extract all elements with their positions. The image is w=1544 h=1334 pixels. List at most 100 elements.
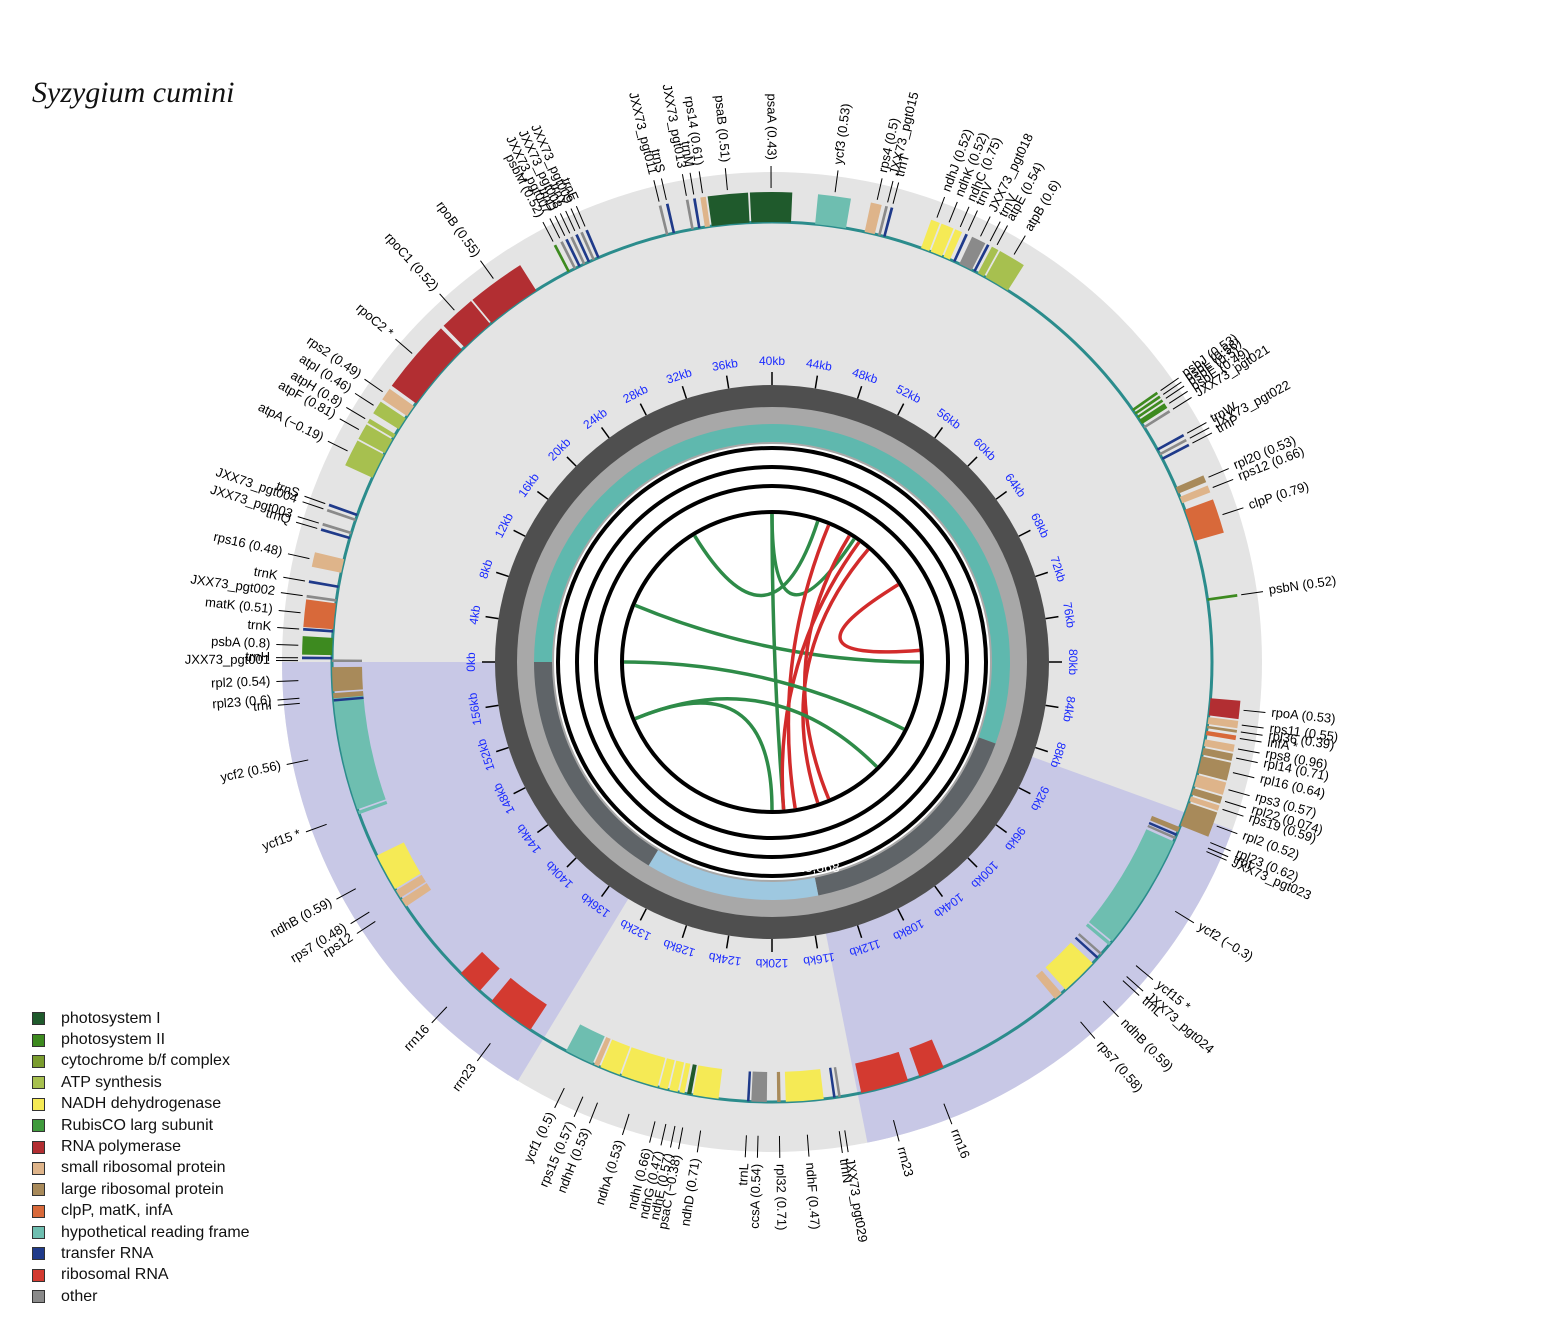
gene-trnK2 bbox=[308, 580, 339, 589]
gene-psaB bbox=[707, 192, 750, 227]
gene-trnK bbox=[303, 627, 334, 633]
gene-JXX73_pgt023 bbox=[1147, 824, 1176, 840]
gene-tick bbox=[1135, 965, 1154, 981]
legend-swatch bbox=[32, 1268, 45, 1282]
gene-tick bbox=[276, 643, 299, 646]
legend-swatch bbox=[32, 1226, 45, 1240]
gene-psaC bbox=[687, 1064, 697, 1095]
gene-label: ycf2 (−0.3) bbox=[1196, 919, 1256, 964]
repeat-link bbox=[634, 701, 774, 811]
gene-label: rrn16 bbox=[401, 1021, 433, 1053]
gene-tick bbox=[1122, 980, 1140, 996]
gene-tick bbox=[678, 1127, 684, 1150]
legend-label: photosystem I bbox=[61, 1009, 161, 1027]
gene-ycf15b bbox=[1085, 923, 1112, 946]
kb-tick bbox=[934, 426, 944, 439]
gene-atpE bbox=[977, 246, 999, 277]
gene-tick bbox=[1168, 390, 1188, 404]
gene-rps16 bbox=[311, 552, 345, 573]
legend-item: photosystem II bbox=[32, 1029, 250, 1050]
legend-swatch bbox=[32, 1247, 45, 1261]
gene-rpl32 bbox=[776, 1071, 781, 1102]
gene-label: trnK bbox=[253, 564, 279, 583]
kb-tick bbox=[513, 787, 526, 795]
legend-label: NADH dehydrogenase bbox=[61, 1095, 222, 1113]
gene-tick bbox=[395, 338, 413, 354]
kb-tick bbox=[1018, 787, 1031, 795]
legend-item: RNA polymerase bbox=[32, 1136, 250, 1157]
gene-tick bbox=[575, 206, 586, 227]
kb-tick-label: 40kb bbox=[759, 354, 785, 368]
gene-tick bbox=[1239, 737, 1262, 743]
repeat-link bbox=[780, 541, 861, 810]
gene-tick bbox=[1172, 397, 1192, 410]
repeat-link bbox=[801, 548, 870, 804]
gene-tick bbox=[554, 215, 566, 236]
gene-ndhF bbox=[784, 1069, 824, 1102]
gene-label: trnI bbox=[252, 697, 272, 714]
gene-tick bbox=[287, 553, 310, 560]
repeat-links: SSC: 18,868 bbox=[623, 513, 921, 875]
gene-tick bbox=[439, 293, 455, 311]
gene-tick bbox=[1243, 709, 1266, 714]
gene-tick bbox=[724, 168, 728, 191]
gene-atpH bbox=[367, 418, 396, 439]
gene-rps15 bbox=[594, 1036, 611, 1067]
gene-trnM bbox=[693, 198, 701, 229]
gene-tick bbox=[559, 213, 571, 234]
legend-swatch bbox=[32, 1076, 45, 1090]
gene-JXX73_pgt015 bbox=[878, 205, 888, 236]
gene-JXX73_pgt022 bbox=[1159, 438, 1187, 456]
gene-tick bbox=[327, 440, 348, 452]
gene-trnS2 bbox=[665, 203, 676, 234]
gene-label: ccsA (0.54) bbox=[747, 1164, 764, 1229]
legend-swatch bbox=[32, 1290, 45, 1304]
kb-tick bbox=[639, 908, 647, 921]
kb-tick bbox=[995, 490, 1008, 500]
gene-JXX73_pgt009 bbox=[580, 231, 595, 261]
gene-label: rps16 (0.48) bbox=[212, 529, 284, 559]
gene-tick bbox=[1222, 808, 1244, 817]
legend-swatch bbox=[32, 1097, 45, 1111]
inner-white bbox=[554, 444, 990, 880]
gene-tick bbox=[1162, 381, 1182, 395]
gene-psbL bbox=[1134, 395, 1161, 415]
gene-matK bbox=[303, 599, 336, 630]
gene-tick bbox=[364, 378, 383, 393]
kb-tick bbox=[485, 615, 499, 620]
legend-swatch bbox=[32, 1054, 45, 1068]
gene-tick bbox=[669, 1125, 676, 1148]
kb-tick bbox=[1035, 571, 1049, 578]
gene-tick bbox=[948, 201, 958, 223]
kb-tick bbox=[600, 426, 610, 439]
legend-swatch bbox=[32, 1012, 45, 1026]
gene-psbF bbox=[1136, 399, 1164, 419]
gene-JXX73_pgt007 bbox=[560, 241, 577, 270]
gene-label: rrn16 bbox=[948, 1127, 973, 1161]
gene-tick bbox=[696, 1130, 702, 1153]
gene-tick bbox=[304, 495, 326, 505]
gene-label: rpoC1 (0.52) bbox=[382, 229, 442, 293]
kb-tick bbox=[513, 529, 526, 537]
gene-psbM bbox=[553, 244, 570, 273]
gene-atpA bbox=[345, 440, 384, 478]
gene-ndhBa bbox=[376, 842, 421, 889]
legend-label: large ribosomal protein bbox=[61, 1180, 224, 1198]
gene-rpl20 bbox=[1175, 475, 1207, 494]
gene-ndhC bbox=[943, 229, 963, 260]
legend-item: cytochrome b/f complex bbox=[32, 1051, 250, 1072]
kb-tick bbox=[995, 824, 1008, 834]
gene-psbA bbox=[302, 636, 333, 656]
gene-tick bbox=[277, 702, 300, 706]
gene-trnP bbox=[1161, 443, 1190, 460]
gene-tick bbox=[1206, 851, 1227, 861]
gene-atpI bbox=[373, 401, 406, 430]
gene-tick bbox=[1216, 825, 1238, 835]
gene-tick bbox=[480, 260, 494, 279]
gene-ndhD bbox=[692, 1065, 723, 1099]
kb-tick bbox=[897, 908, 905, 921]
gene-atpB bbox=[985, 251, 1024, 291]
gene-tick bbox=[744, 1135, 747, 1158]
gene-rps3 bbox=[1194, 774, 1227, 795]
gene-trnW bbox=[1156, 433, 1185, 451]
